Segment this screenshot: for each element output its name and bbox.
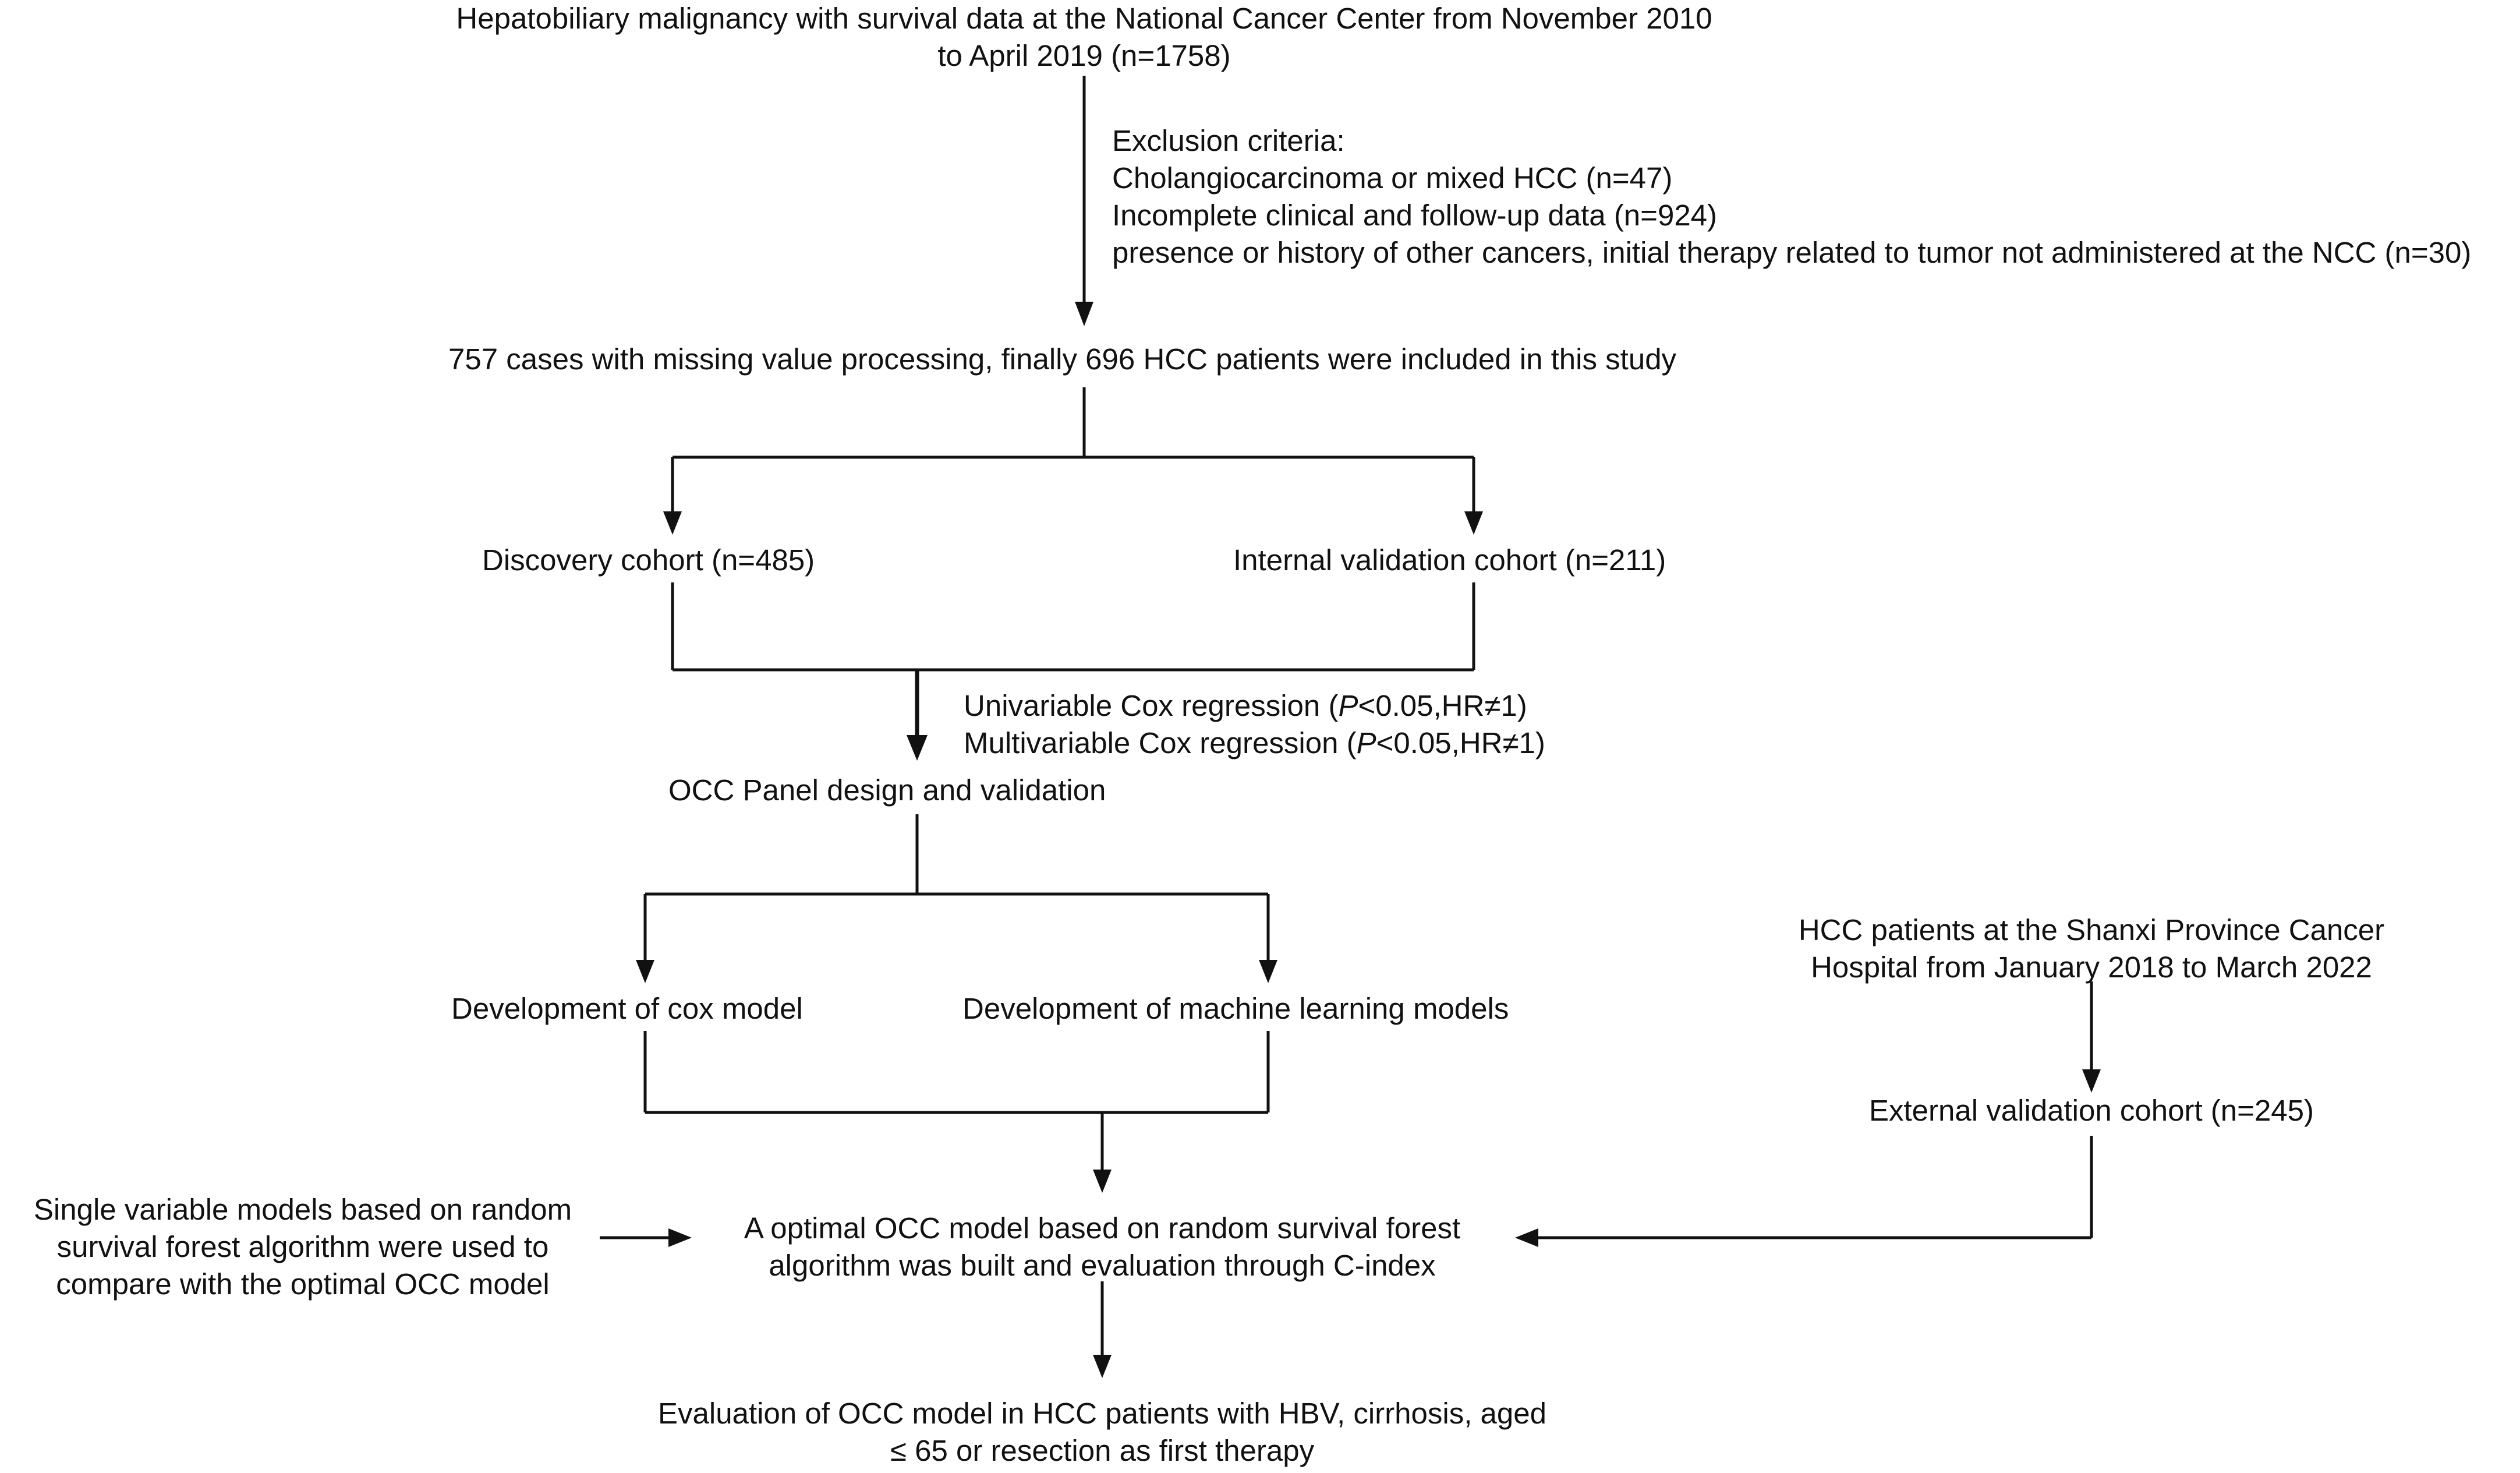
exclusion-criteria: Exclusion criteria: Cholangiocarcinoma o…	[1112, 122, 2471, 271]
exclusion-item-2: Incomplete clinical and follow-up data (…	[1112, 199, 1718, 232]
single-variable-line-1: Single variable models based on random	[33, 1193, 572, 1226]
exclusion-title: Exclusion criteria:	[1112, 124, 1345, 157]
arrowhead-cox-model	[636, 960, 654, 983]
included-node: 757 cases with missing value processing,…	[448, 342, 1677, 376]
arrowhead-optimal	[1093, 1170, 1112, 1193]
evaluation-line-2: ≤ 65 or resection as first therapy	[890, 1434, 1315, 1467]
evaluation-line-1: Evaluation of OCC model in HCC patients …	[658, 1397, 1546, 1430]
source-line-1: Hepatobiliary malignancy with survival d…	[456, 2, 1712, 35]
cox-regression-steps: Univariable Cox regression (P<0.05,HR≠1)…	[964, 687, 1545, 762]
external-validation-node: External validation cohort (n=245)	[1868, 1094, 2314, 1127]
arrowhead-external	[2082, 1069, 2101, 1093]
univariable-cox-label: Univariable Cox regression (P<0.05,HR≠1)	[964, 689, 1527, 722]
arrowhead-included	[1075, 302, 1093, 326]
source-node: Hepatobiliary malignancy with survival d…	[456, 0, 1712, 75]
exclusion-item-1: Cholangiocarcinoma or mixed HCC (n=47)	[1112, 161, 1673, 195]
arrowhead-internal-validation	[1464, 511, 1483, 535]
arrowhead-ml-models	[1259, 960, 1277, 983]
shanxi-line-2: Hospital from January 2018 to March 2022	[1811, 951, 2372, 984]
arrowhead-evaluation	[1093, 1355, 1112, 1378]
single-variable-line-3: compare with the optimal OCC model	[56, 1267, 550, 1301]
cox-model-node: Development of cox model	[451, 992, 803, 1025]
source-line-2: to April 2019 (n=1758)	[937, 39, 1231, 72]
single-variable-line-2: survival forest algorithm were used to	[56, 1230, 549, 1263]
shanxi-cohort-source: HCC patients at the Shanxi Province Canc…	[1799, 912, 2384, 986]
multivariable-cox-label: Multivariable Cox regression (P<0.05,HR≠…	[964, 726, 1545, 760]
evaluation-node: Evaluation of OCC model in HCC patients …	[658, 1395, 1546, 1470]
arrowhead-discovery	[663, 511, 682, 535]
optimal-model-node: A optimal OCC model based on random surv…	[744, 1210, 1460, 1284]
arrowhead-external-to-optimal	[1515, 1228, 1538, 1247]
optimal-line-2: algorithm was built and evaluation throu…	[769, 1249, 1436, 1282]
internal-validation-node: Internal validation cohort (n=211)	[1233, 543, 1666, 577]
panel-design-node: OCC Panel design and validation	[668, 773, 1106, 807]
arrowhead-panel	[907, 735, 928, 761]
ml-models-node: Development of machine learning models	[962, 992, 1509, 1025]
optimal-line-1: A optimal OCC model based on random surv…	[744, 1211, 1461, 1245]
shanxi-line-1: HCC patients at the Shanxi Province Canc…	[1798, 913, 2385, 946]
discovery-cohort-node: Discovery cohort (n=485)	[482, 543, 815, 577]
arrowhead-single-to-optimal	[668, 1228, 692, 1247]
single-variable-models-node: Single variable models based on random s…	[34, 1191, 572, 1303]
exclusion-item-3: presence or history of other cancers, in…	[1112, 236, 2472, 269]
